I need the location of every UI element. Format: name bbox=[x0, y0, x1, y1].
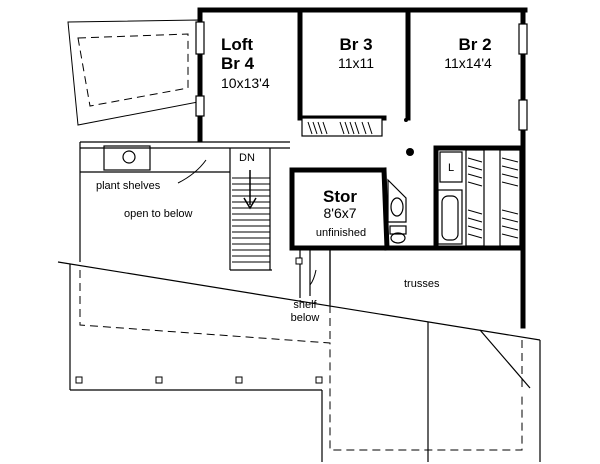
trusses-label: trusses bbox=[404, 278, 440, 290]
stor-note: unfinished bbox=[315, 227, 367, 239]
linen-label: L bbox=[448, 162, 455, 174]
windows bbox=[195, 21, 528, 131]
br3-size: 11x11 bbox=[337, 55, 375, 71]
lower-roof-dashed bbox=[79, 270, 523, 451]
br2-label: Br 2 bbox=[458, 35, 492, 54]
stair-arrow bbox=[243, 170, 257, 210]
dn-label: DN bbox=[239, 152, 255, 164]
bathtub bbox=[437, 189, 463, 245]
stor-size: 8'6x7 bbox=[323, 205, 357, 221]
br2-size: 11x14'4 bbox=[444, 55, 492, 71]
plant-box bbox=[103, 145, 151, 171]
below-label: below bbox=[290, 312, 320, 324]
post-markers bbox=[75, 257, 323, 384]
loft-size: 10x13'4 bbox=[221, 75, 270, 91]
open-to-below-label: open to below bbox=[124, 208, 193, 220]
br4-label: Br 4 bbox=[221, 54, 255, 73]
bath-fixtures bbox=[387, 151, 463, 245]
br3-label: Br 3 bbox=[339, 35, 373, 54]
upper-left-roof-dashed bbox=[77, 33, 189, 107]
lower-roof bbox=[57, 247, 541, 462]
closet-br2 bbox=[465, 149, 521, 247]
stor-label: Stor bbox=[323, 187, 357, 206]
shelf-label: shelf bbox=[293, 299, 317, 311]
stair-treads bbox=[232, 177, 270, 263]
loft-label: Loft bbox=[221, 35, 254, 54]
plant-shelves-label: plant shelves bbox=[96, 180, 161, 192]
